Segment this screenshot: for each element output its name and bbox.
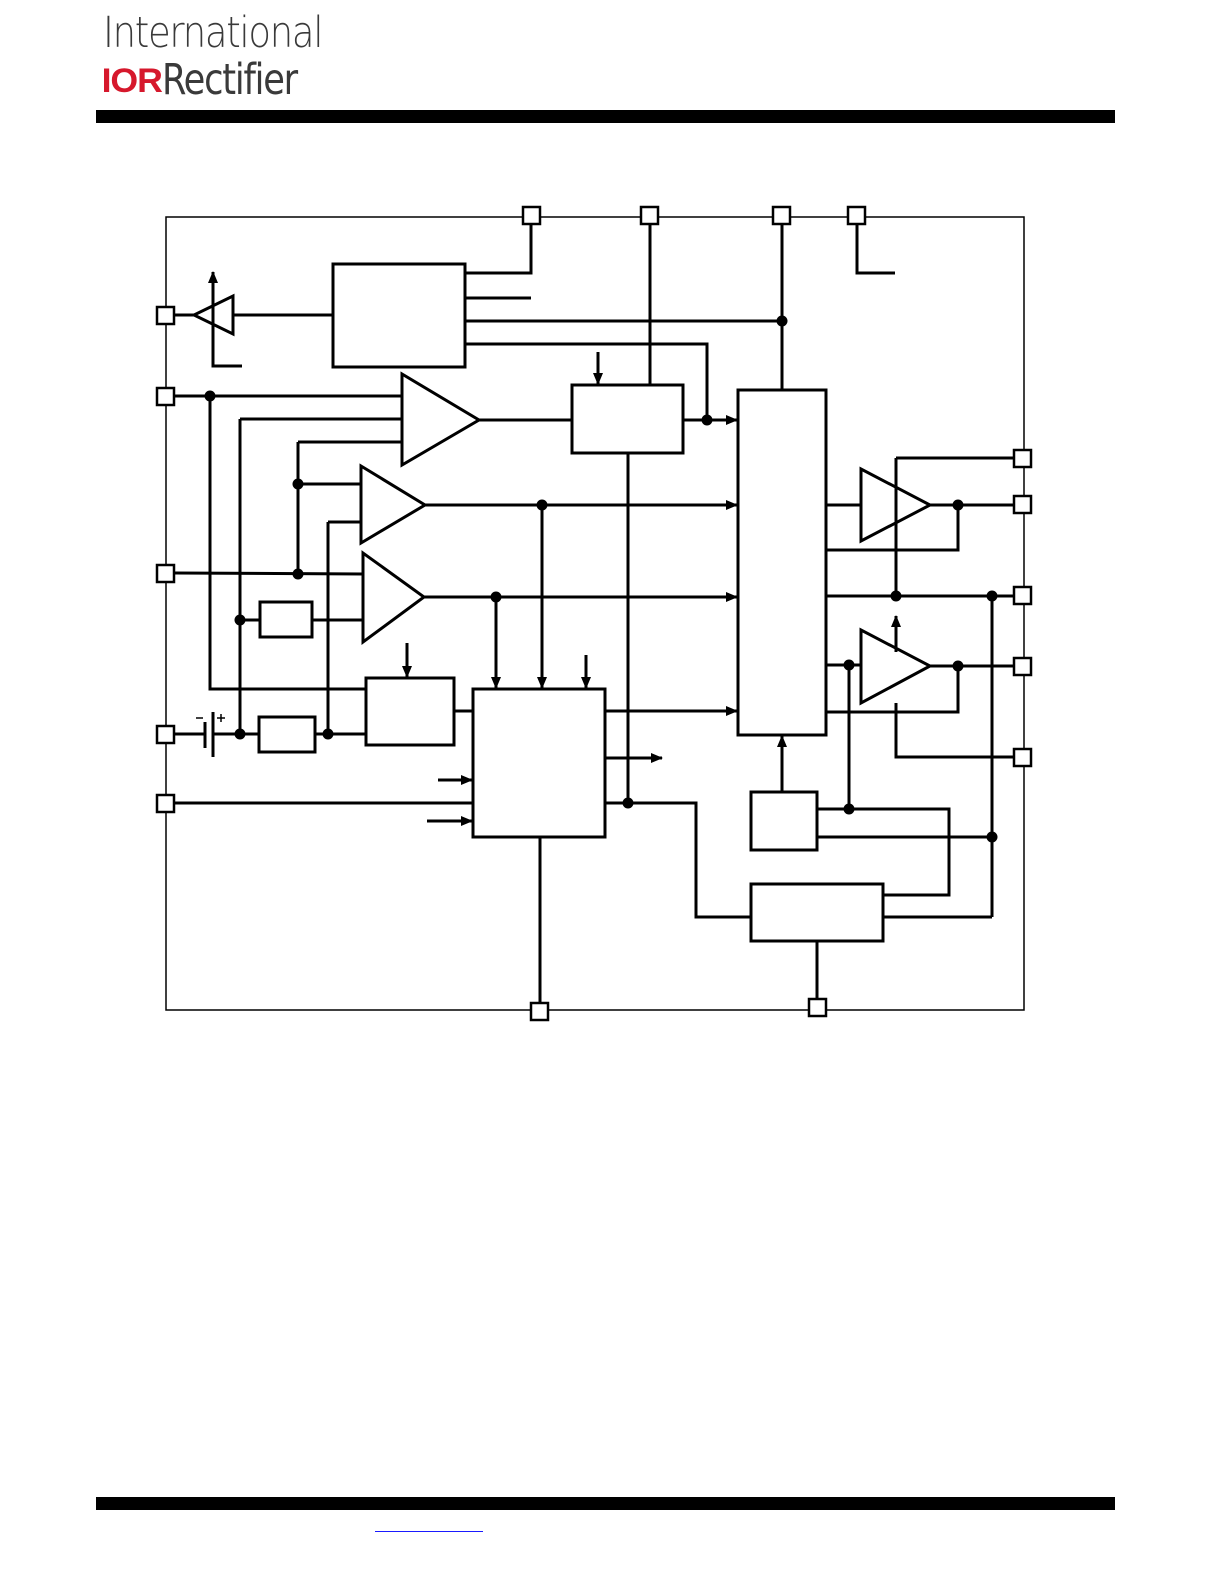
pin-right-1: [1012, 448, 1033, 469]
pin-top-1: [521, 205, 542, 226]
ior-logo-mark: IOR: [101, 62, 163, 100]
amplifier-1: [359, 463, 428, 546]
block-left-middle: [364, 676, 456, 747]
footer-rule: [96, 1497, 1115, 1510]
pin-right-2: [1012, 494, 1033, 515]
footer-link-underline[interactable]: [375, 1531, 483, 1532]
pin-left-1: [155, 305, 176, 326]
logo-text-rectifier: Rectifier: [162, 55, 298, 105]
block-small-2: [257, 715, 317, 754]
pin-right-3: [1012, 585, 1033, 606]
amplifier-2: [361, 550, 427, 645]
pin-right-4: [1012, 656, 1033, 677]
block-top-left: [331, 262, 467, 369]
block-bottom-small: [749, 790, 819, 852]
pin-left-4: [155, 724, 176, 745]
company-logo: International IORRectifier: [101, 8, 333, 105]
logo-line-rectifier: IORRectifier: [101, 59, 327, 102]
pin-left-5: [155, 793, 176, 814]
pin-top-2: [639, 205, 660, 226]
logo-text-international: International: [103, 8, 324, 58]
block-small-1: [258, 600, 314, 639]
block-bottom-wide: [749, 882, 885, 943]
pin-bottom-1: [529, 1001, 550, 1022]
pin-left-2: [155, 386, 176, 407]
pin-top-3: [771, 205, 792, 226]
block-right-tall: [736, 388, 828, 737]
block-center-top: [570, 383, 685, 455]
block-logic: [471, 687, 607, 839]
amplifier-large: [400, 371, 482, 468]
pin-top-4: [846, 205, 867, 226]
pin-left-3: [155, 563, 176, 584]
ic-boundary: [165, 216, 1025, 1011]
header-rule: [96, 110, 1115, 123]
pin-bottom-2: [807, 997, 828, 1018]
pin-right-5: [1012, 747, 1033, 768]
